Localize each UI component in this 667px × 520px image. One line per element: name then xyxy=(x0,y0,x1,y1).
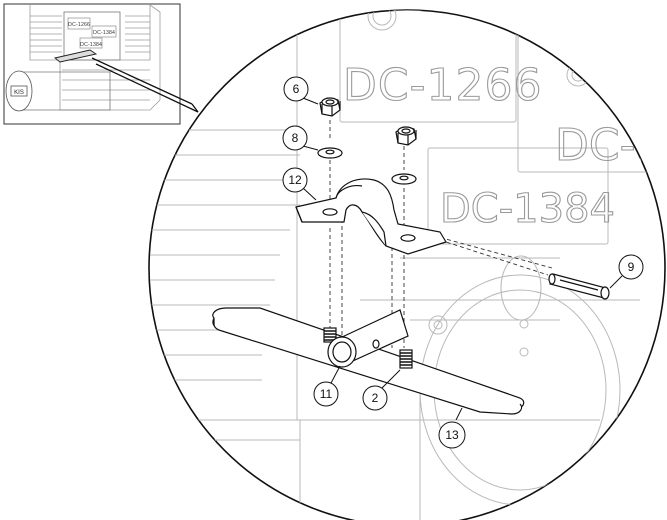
stud-left xyxy=(323,327,337,343)
inset-plate-label-3: DC-1384 xyxy=(80,42,102,48)
lock-nut-right xyxy=(395,126,417,146)
saddle-clamp xyxy=(295,178,447,255)
roll-pin xyxy=(548,273,610,300)
callout-9-bubble xyxy=(618,254,644,280)
callout-11-label: 11 xyxy=(320,387,333,401)
plate-label-dc1: DC-1 xyxy=(555,120,663,171)
lock-nut-left xyxy=(319,97,341,117)
callout-12-label: 12 xyxy=(288,173,302,187)
callout-12-bubble xyxy=(282,167,308,193)
callout-2-label: 2 xyxy=(372,391,379,405)
washer-right xyxy=(391,173,417,185)
callouts xyxy=(282,76,644,449)
callout-6-label: 6 xyxy=(293,82,300,96)
callout-8-bubble xyxy=(282,125,308,151)
inset-logo: KIS xyxy=(14,90,24,96)
inset-plate-label-2: DC-1384 xyxy=(93,30,115,36)
callout-13-label: 13 xyxy=(445,428,459,442)
callout-8-label: 8 xyxy=(292,131,299,145)
plate-label-dc1266: DC-1266 xyxy=(343,60,542,111)
callout-11-bubble xyxy=(313,381,339,407)
mounting-bar xyxy=(212,307,525,415)
plate-label-dc1384: DC-1384 xyxy=(440,186,615,232)
callout-2-bubble xyxy=(362,385,388,411)
callout-13-bubble xyxy=(438,421,466,449)
magnify-leader xyxy=(91,57,199,113)
stud-right xyxy=(399,349,413,369)
inset-plate-label-1: DC-1266 xyxy=(68,22,90,28)
callout-labels: 6 8 12 9 11 2 13 xyxy=(288,82,634,442)
callout-9-label: 9 xyxy=(628,260,635,274)
callout-6-bubble xyxy=(283,76,309,102)
overview-inset: DC-1266 DC-1384 DC-1384 KIS xyxy=(3,3,181,125)
parts xyxy=(212,97,610,415)
tube-bushing xyxy=(327,309,409,368)
washer-left xyxy=(317,147,343,159)
